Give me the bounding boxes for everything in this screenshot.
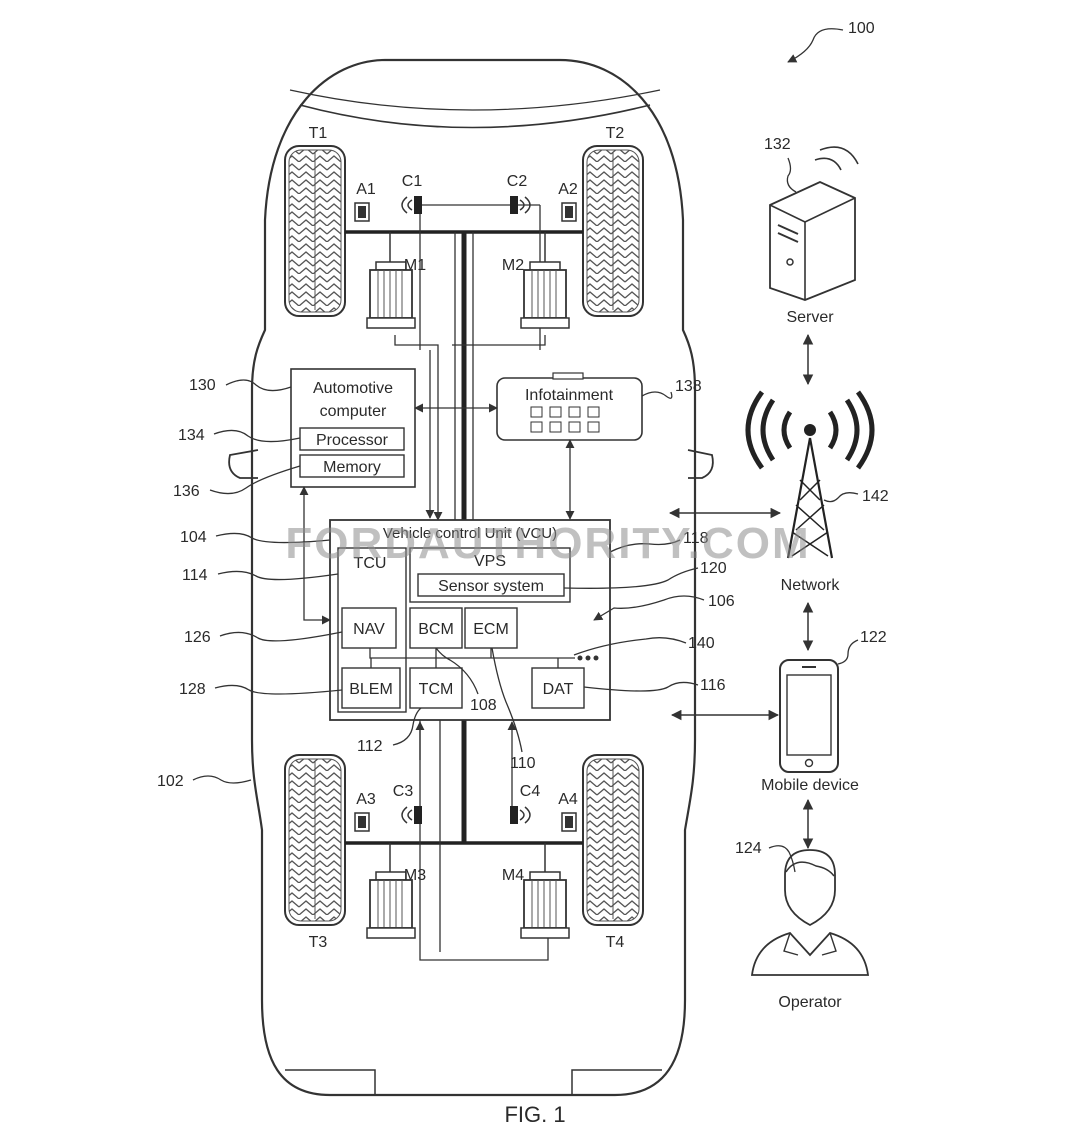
motor-label-m4: M4 (502, 867, 524, 884)
tcm-box (409, 667, 463, 709)
motor-m4 (520, 871, 570, 939)
dat-label: DAT (543, 681, 574, 698)
tire-label-t2: T2 (606, 125, 625, 142)
processor-label: Processor (316, 432, 389, 449)
ref-140: 140 (688, 635, 715, 652)
blem-box (341, 667, 401, 709)
ref-134: 134 (178, 427, 205, 444)
nav-label: NAV (353, 621, 385, 638)
motor-m2 (520, 261, 570, 329)
infotainment-label: Infotainment (525, 387, 614, 404)
ref-116: 116 (700, 677, 726, 694)
ref-110: 110 (510, 755, 536, 772)
bcm-label: BCM (418, 621, 454, 638)
ref-122: 122 (860, 629, 887, 646)
actuator-a3 (354, 812, 370, 832)
sensor-system-label: Sensor system (438, 578, 544, 595)
actuator-a4 (561, 812, 577, 832)
ref-114: 114 (182, 567, 208, 584)
ecm-label: ECM (473, 621, 509, 638)
tcu-label: TCU (354, 555, 387, 572)
bcm-box (409, 607, 463, 649)
ref-112: 112 (357, 738, 383, 755)
vcu-label: Vehicle control Unit (VCU) (383, 525, 557, 542)
blem-label: BLEM (349, 681, 393, 698)
camera-label-c2: C2 (507, 173, 528, 190)
ref-118: 118 (683, 530, 709, 547)
operator-label: Operator (778, 994, 842, 1011)
camera-c1 (401, 195, 423, 215)
automotive-computer-label-2: computer (320, 403, 387, 420)
dat-box (531, 667, 585, 709)
operator-icon (750, 849, 870, 976)
nav-box (341, 607, 397, 649)
actuator-a2 (561, 202, 577, 222)
tire-label-t4: T4 (606, 934, 625, 951)
server-icon (769, 146, 859, 301)
infotainment-icons (530, 406, 600, 433)
ref-124: 124 (735, 840, 762, 857)
camera-label-c4: C4 (520, 783, 541, 800)
actuator-label-a2: A2 (558, 181, 578, 198)
server-label: Server (786, 309, 834, 326)
actuator-label-a1: A1 (356, 181, 376, 198)
figure-caption: FIG. 1 (504, 1102, 565, 1127)
ref-108: 108 (470, 697, 497, 714)
network-tower-icon (745, 390, 875, 559)
ref-128: 128 (179, 681, 206, 698)
tire-front-left (284, 145, 346, 317)
camera-label-c1: C1 (402, 173, 423, 190)
watermark: FORDAUTHORITY.COM (285, 519, 810, 568)
ecm-box (464, 607, 518, 649)
motor-label-m2: M2 (502, 257, 524, 274)
ref-120: 120 (700, 560, 727, 577)
processor-box (299, 427, 405, 451)
tire-rear-left (284, 754, 346, 926)
ref-126: 126 (184, 629, 211, 646)
tire-rear-right (582, 754, 644, 926)
actuator-a1 (354, 202, 370, 222)
memory-label: Memory (323, 459, 381, 476)
ref-106: 106 (708, 593, 735, 610)
ref-130: 130 (189, 377, 216, 394)
camera-c4 (509, 805, 531, 825)
vehicle-body (250, 58, 697, 1097)
mobile-device-label: Mobile device (761, 777, 859, 794)
ref-138: 138 (675, 378, 702, 395)
mobile-device-icon (779, 659, 839, 773)
camera-c3 (401, 805, 423, 825)
automotive-computer-label: Automotive (313, 380, 393, 397)
ref-142: 142 (862, 488, 889, 505)
camera-label-c3: C3 (393, 783, 414, 800)
tire-front-right (582, 145, 644, 317)
motor-label-m1: M1 (404, 257, 426, 274)
tire-label-t3: T3 (309, 934, 328, 951)
tcm-label: TCM (419, 681, 454, 698)
sensor-system-box (417, 573, 565, 597)
ref-132: 132 (764, 136, 791, 153)
ref-102: 102 (157, 773, 184, 790)
ref-136: 136 (173, 483, 200, 500)
tire-label-t1: T1 (309, 125, 328, 142)
actuator-label-a4: A4 (558, 791, 578, 808)
motor-label-m3: M3 (404, 867, 426, 884)
ref-104: 104 (180, 529, 207, 546)
ref-100: 100 (848, 20, 875, 37)
vps-label: VPS (474, 553, 506, 570)
tcu-box (337, 547, 407, 713)
actuator-label-a3: A3 (356, 791, 376, 808)
network-label: Network (781, 577, 841, 594)
